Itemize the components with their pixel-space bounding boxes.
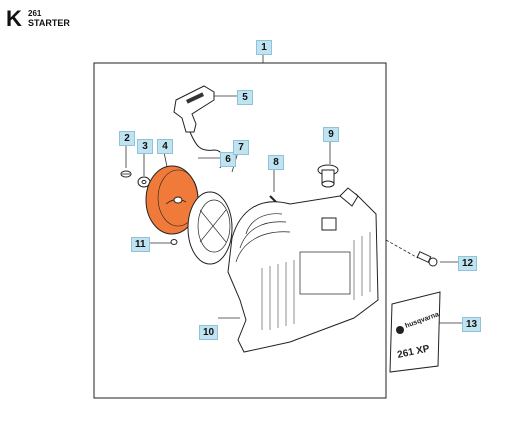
callout-13: 13 [462, 317, 482, 332]
callout-8: 8 [268, 155, 284, 170]
section-title: STARTER [28, 18, 70, 28]
section-letter: K [6, 6, 22, 31]
callout-1: 1 [256, 40, 272, 55]
knob-part-9 [317, 164, 339, 188]
decal-part-13: husqvarna 261 XP [389, 291, 441, 373]
screw-part-12 [385, 239, 438, 267]
starter-handle-part-5 [173, 85, 215, 133]
fan-plate-part-7 [170, 191, 233, 265]
starter-housing-part-10 [227, 187, 379, 353]
assembly-frame [93, 62, 387, 399]
callout-9: 9 [323, 127, 339, 142]
screw-part-2 [120, 170, 132, 178]
callout-12: 12 [458, 256, 478, 271]
callout-7: 7 [233, 140, 249, 155]
starter-rope-part-6 [189, 131, 224, 169]
callout-5: 5 [237, 90, 253, 105]
callout-11: 11 [131, 237, 150, 252]
model-number: 261 [28, 9, 42, 18]
callout-2: 2 [119, 131, 135, 146]
callout-6: 6 [220, 152, 236, 167]
callout-3: 3 [137, 139, 153, 154]
callout-10: 10 [199, 325, 219, 340]
callout-4: 4 [157, 139, 173, 154]
